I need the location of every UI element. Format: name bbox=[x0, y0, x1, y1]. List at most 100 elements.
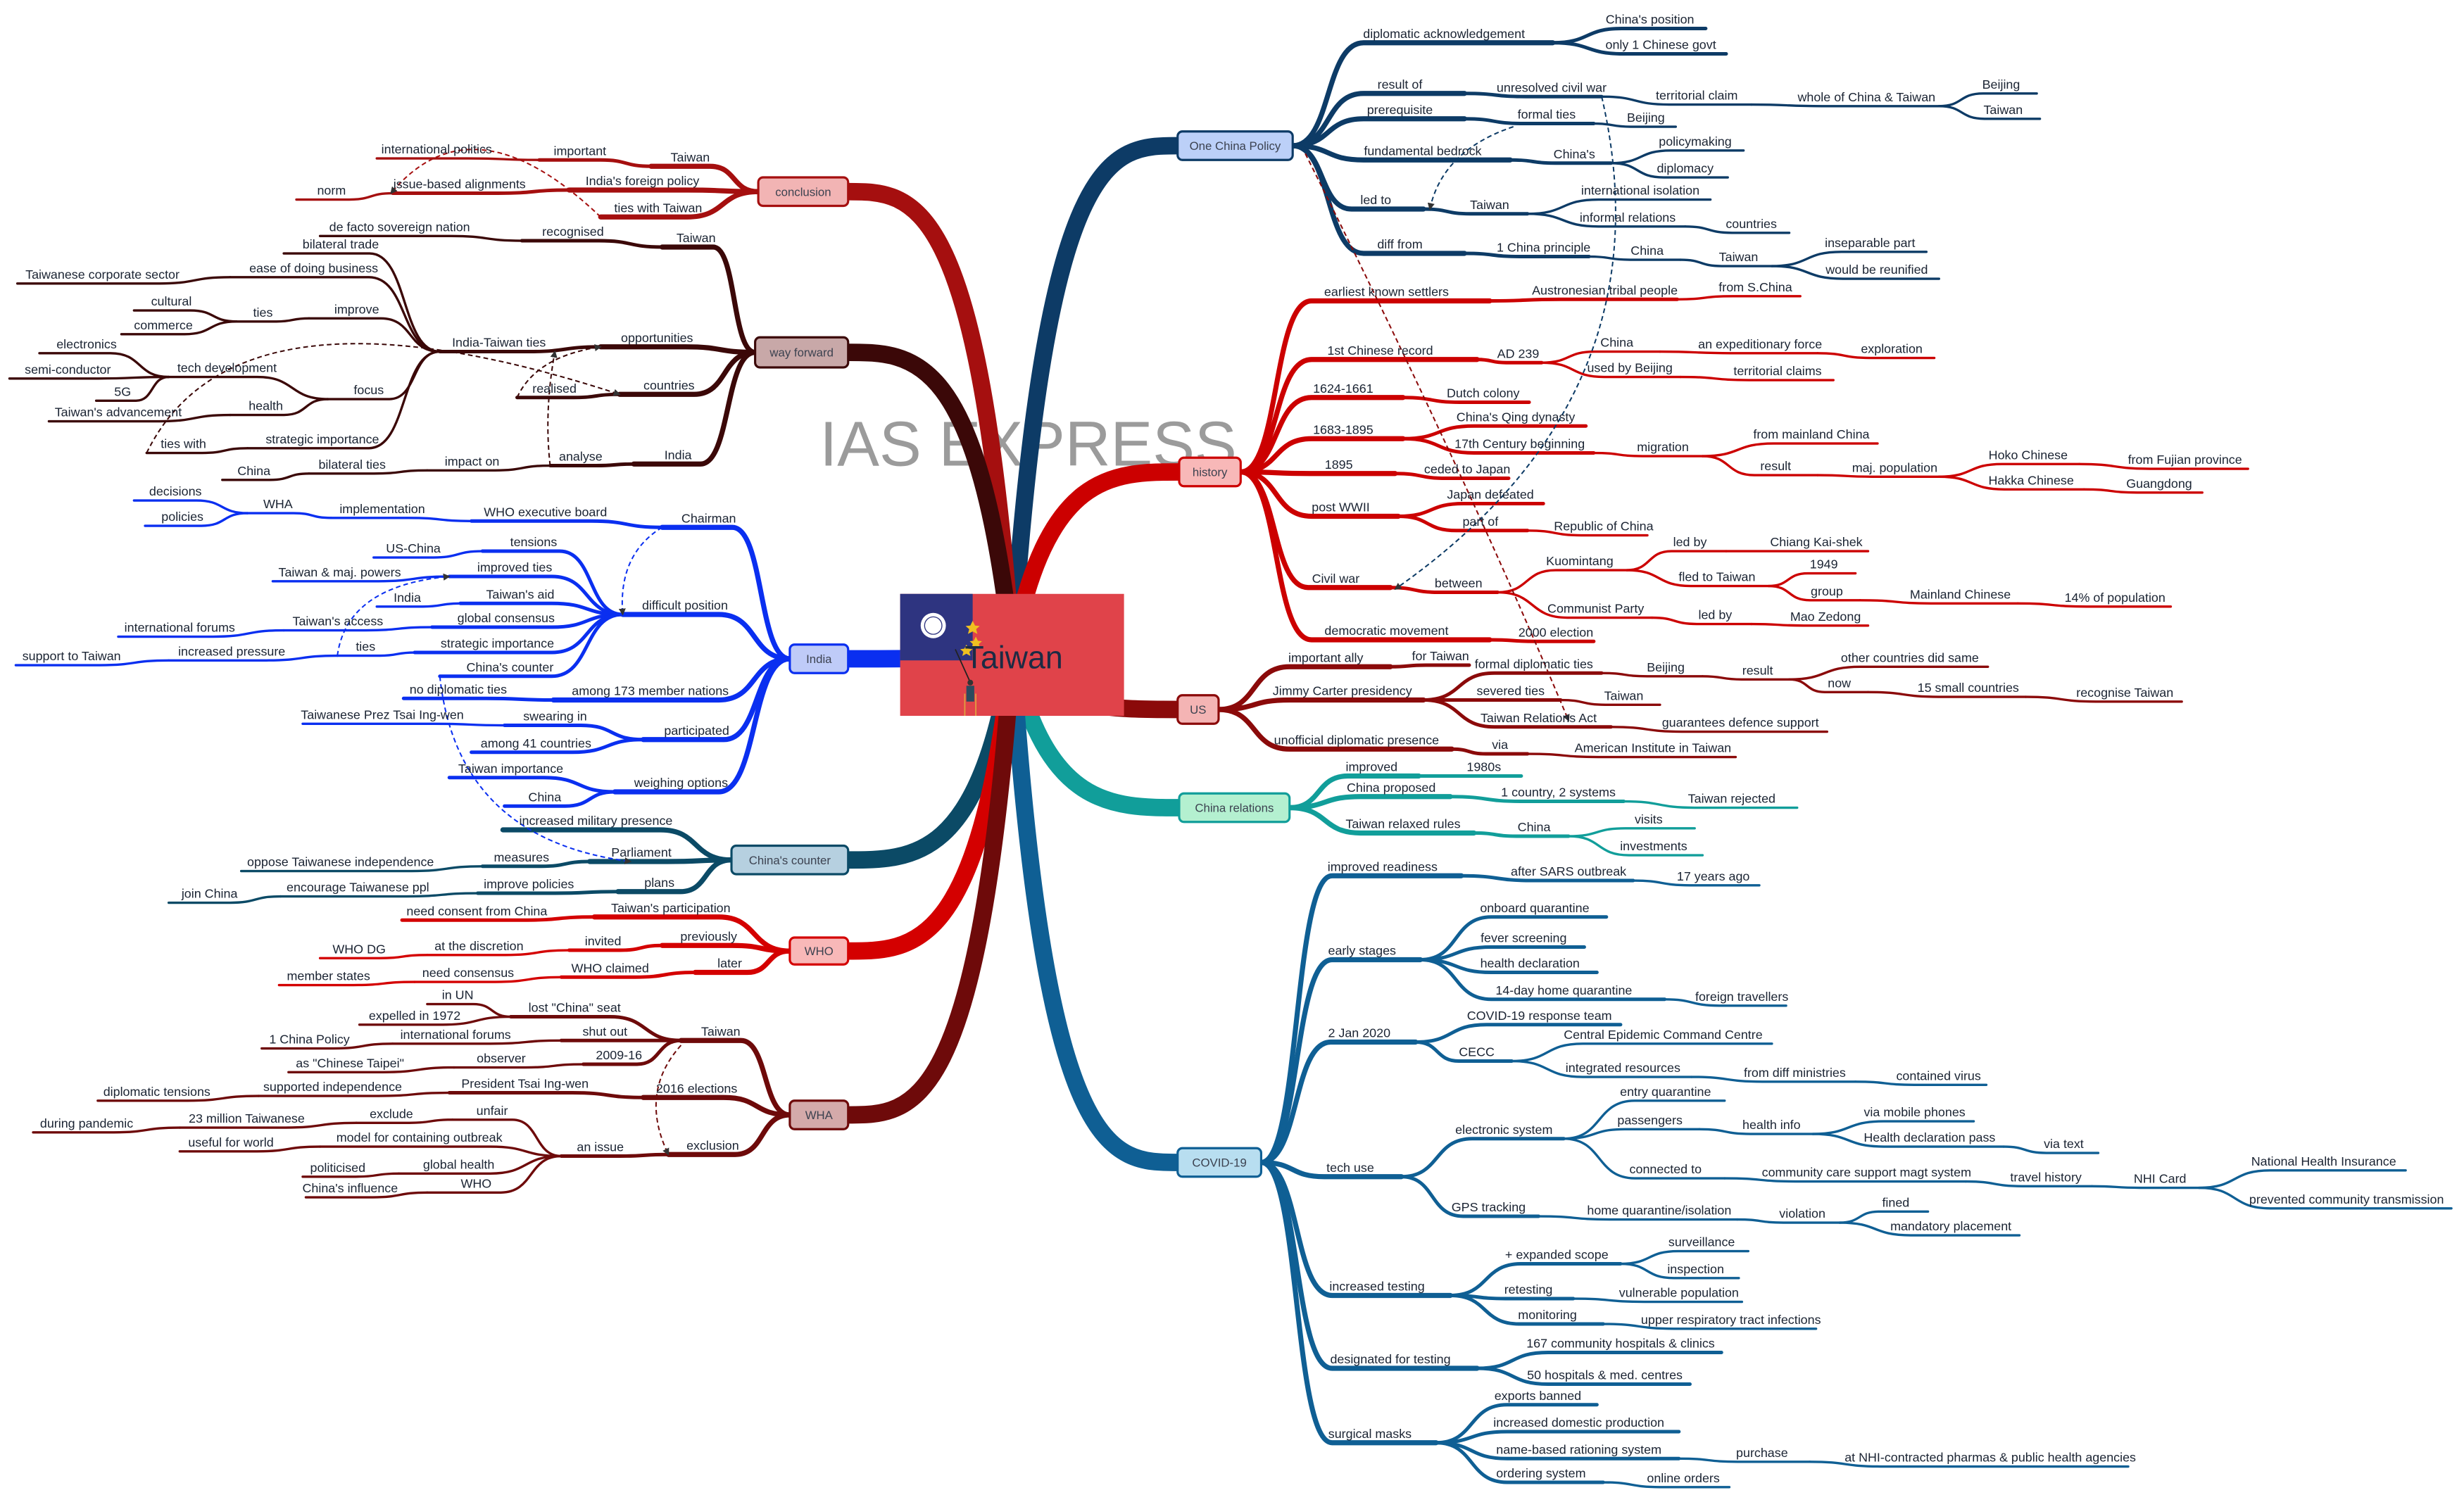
node-label[interactable]: WHA bbox=[263, 497, 293, 511]
node-label[interactable]: fever screening bbox=[1481, 931, 1566, 945]
node-label[interactable]: Taiwan & maj. powers bbox=[279, 565, 401, 579]
node-label[interactable]: inspection bbox=[1667, 1262, 1724, 1276]
node-label[interactable]: improved ties bbox=[477, 560, 552, 574]
node-label[interactable]: countries bbox=[643, 378, 695, 392]
node-label[interactable]: swearing in bbox=[523, 709, 587, 724]
node-label[interactable]: Taiwan's aid bbox=[486, 587, 555, 601]
node-label[interactable]: increased military presence bbox=[520, 814, 673, 828]
node-label[interactable]: formal ties bbox=[1518, 108, 1576, 122]
node-label[interactable]: China's influence bbox=[302, 1181, 398, 1195]
node-label[interactable]: Parliament bbox=[611, 845, 672, 859]
node-label[interactable]: 1683-1895 bbox=[1313, 422, 1374, 436]
node-label[interactable]: Republic of China bbox=[1554, 519, 1653, 534]
node-label[interactable]: bilateral trade bbox=[303, 237, 379, 251]
node-label[interactable]: passengers bbox=[1617, 1113, 1683, 1127]
node-label[interactable]: 50 hospitals & med. centres bbox=[1527, 1368, 1683, 1382]
node-label[interactable]: led by bbox=[1698, 608, 1732, 622]
node-label[interactable]: travel history bbox=[2010, 1170, 2081, 1184]
node-label[interactable]: early stages bbox=[1328, 944, 1396, 958]
node-label[interactable]: Taiwan's access bbox=[293, 614, 384, 629]
node-label[interactable]: international forums bbox=[125, 621, 235, 635]
node-label[interactable]: Taiwan bbox=[1719, 250, 1759, 264]
node-label[interactable]: electronics bbox=[56, 337, 117, 351]
node-label[interactable]: now bbox=[1828, 676, 1851, 690]
node-label[interactable]: violation bbox=[1779, 1206, 1825, 1220]
node-label[interactable]: earliest known settlers bbox=[1324, 285, 1449, 299]
node-label[interactable]: China's counter bbox=[467, 660, 554, 674]
node-label[interactable]: electronic system bbox=[1455, 1123, 1552, 1137]
node-label[interactable]: China bbox=[237, 464, 270, 478]
node-label[interactable]: China's bbox=[1554, 147, 1595, 161]
node-label[interactable]: surgical masks bbox=[1328, 1427, 1412, 1441]
node-label[interactable]: investments bbox=[1620, 839, 1687, 853]
node-label[interactable]: previously bbox=[680, 929, 737, 943]
node-label[interactable]: Hoko Chinese bbox=[1989, 448, 2068, 462]
node-label[interactable]: AD 239 bbox=[1497, 346, 1540, 360]
node-label[interactable]: after SARS outbreak bbox=[1511, 864, 1626, 878]
node-label[interactable]: expelled in 1972 bbox=[369, 1009, 460, 1023]
node-label[interactable]: Taiwanese corporate sector bbox=[25, 267, 180, 282]
topic-us[interactable]: US bbox=[1176, 694, 1220, 725]
node-label[interactable]: China bbox=[1518, 820, 1551, 834]
topic-ocp[interactable]: One China Policy bbox=[1176, 130, 1294, 161]
node-label[interactable]: countries bbox=[1726, 217, 1777, 231]
node-label[interactable]: 2 Jan 2020 bbox=[1328, 1026, 1390, 1040]
node-label[interactable]: contained virus bbox=[1896, 1068, 1980, 1083]
node-label[interactable]: group bbox=[1811, 584, 1843, 598]
node-label[interactable]: China's Qing dynasty bbox=[1457, 410, 1576, 424]
node-label[interactable]: Hakka Chinese bbox=[1988, 473, 2073, 487]
node-label[interactable]: ties with Taiwan bbox=[614, 201, 702, 215]
node-label[interactable]: join China bbox=[181, 887, 238, 901]
node-label[interactable]: CECC bbox=[1459, 1045, 1495, 1059]
node-label[interactable]: entry quarantine bbox=[1620, 1085, 1711, 1099]
node-label[interactable]: WHO DG bbox=[332, 942, 386, 956]
node-label[interactable]: Civil war bbox=[1312, 572, 1360, 586]
node-label[interactable]: unofficial diplomatic presence bbox=[1274, 733, 1439, 747]
node-label[interactable]: supported independence bbox=[263, 1080, 402, 1094]
node-label[interactable]: opportunities bbox=[621, 331, 693, 345]
node-label[interactable]: 1624-1661 bbox=[1313, 381, 1374, 396]
node-label[interactable]: increased pressure bbox=[178, 644, 285, 658]
node-label[interactable]: difficult position bbox=[642, 598, 728, 612]
node-label[interactable]: later bbox=[717, 957, 742, 971]
central-topic[interactable]: Taiwan bbox=[900, 593, 1124, 716]
node-label[interactable]: useful for world bbox=[188, 1135, 273, 1149]
topic-cr[interactable]: China relations bbox=[1178, 792, 1291, 824]
node-label[interactable]: Communist Party bbox=[1547, 602, 1644, 616]
node-label[interactable]: purchase bbox=[1736, 1446, 1788, 1460]
node-label[interactable]: Guangdong bbox=[2126, 477, 2192, 491]
node-label[interactable]: norm bbox=[317, 184, 346, 198]
node-label[interactable]: improve policies bbox=[484, 877, 574, 891]
node-label[interactable]: among 173 member nations bbox=[572, 684, 729, 698]
node-label[interactable]: fled to Taiwan bbox=[1678, 570, 1755, 584]
node-label[interactable]: need consensus bbox=[422, 966, 514, 980]
node-label[interactable]: from mainland China bbox=[1753, 427, 1869, 441]
node-label[interactable]: formal diplomatic ties bbox=[1475, 657, 1593, 671]
topic-conclusion[interactable]: conclusion bbox=[757, 176, 850, 208]
node-label[interactable]: whole of China & Taiwan bbox=[1797, 90, 1935, 104]
node-label[interactable]: member states bbox=[287, 969, 370, 983]
node-label[interactable]: exclusion bbox=[686, 1138, 739, 1152]
node-label[interactable]: fined bbox=[1882, 1195, 1909, 1209]
node-label[interactable]: President Tsai Ing-wen bbox=[461, 1077, 589, 1091]
node-label[interactable]: tech use bbox=[1326, 1161, 1374, 1175]
node-label[interactable]: mandatory placement bbox=[1890, 1219, 2011, 1233]
node-label[interactable]: other countries did same bbox=[1841, 650, 1979, 664]
node-label[interactable]: US-China bbox=[386, 541, 441, 555]
node-label[interactable]: Taiwan bbox=[1604, 688, 1644, 702]
node-label[interactable]: inseparable part bbox=[1825, 236, 1915, 250]
node-label[interactable]: 1 country, 2 systems bbox=[1501, 786, 1616, 800]
node-label[interactable]: via bbox=[1492, 738, 1508, 752]
node-label[interactable]: 1980s bbox=[1466, 760, 1501, 774]
node-label[interactable]: global health bbox=[423, 1157, 494, 1171]
node-label[interactable]: measures bbox=[494, 850, 550, 864]
topic-who[interactable]: WHO bbox=[788, 936, 850, 966]
node-label[interactable]: China proposed bbox=[1347, 781, 1435, 795]
node-label[interactable]: impact on bbox=[445, 454, 500, 468]
node-label[interactable]: post WWII bbox=[1312, 500, 1370, 515]
node-label[interactable]: GPS tracking bbox=[1452, 1200, 1526, 1214]
node-label[interactable]: participated bbox=[664, 724, 729, 738]
node-label[interactable]: 17 years ago bbox=[1677, 869, 1749, 883]
node-label[interactable]: prevented community transmission bbox=[2249, 1192, 2444, 1206]
node-label[interactable]: as "Chinese Taipei" bbox=[296, 1056, 404, 1070]
